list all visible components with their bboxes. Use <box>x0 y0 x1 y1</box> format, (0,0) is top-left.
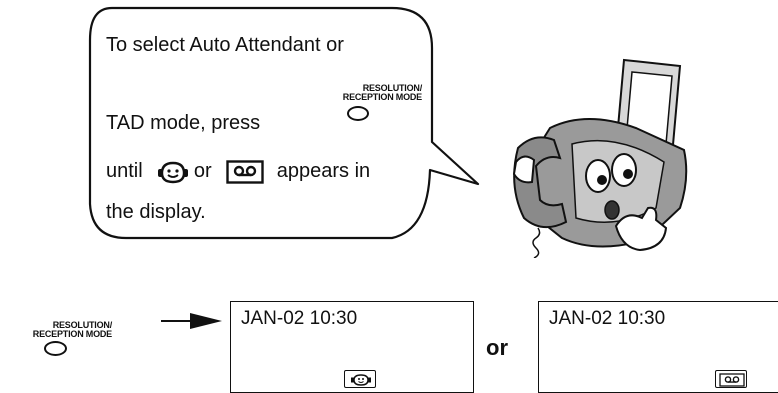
button-label-line-2: RECEPTION MODE <box>298 93 422 102</box>
resolution-reception-mode-button-icon <box>347 106 369 121</box>
instruction-until: until <box>106 160 143 182</box>
auto-attendant-icon <box>157 160 189 184</box>
resolution-reception-mode-button <box>44 341 67 356</box>
or-connector: or <box>486 336 508 360</box>
instruction-line-2: TAD mode, press <box>106 111 260 135</box>
lcd-display-tad: JAN-02 10:30 <box>538 301 778 393</box>
tad-tape-icon <box>226 160 264 184</box>
auto-attendant-icon <box>344 370 376 388</box>
instruction-line-1: To select Auto Attendant or <box>106 33 344 57</box>
arrow-right-icon <box>160 313 222 329</box>
instruction-line-4: the display. <box>106 200 206 224</box>
lcd-display-auto-attendant: JAN-02 10:30 <box>230 301 474 393</box>
resolution-reception-mode-key-label: RESOLUTION/ RECEPTION MODE <box>0 321 112 339</box>
resolution-reception-mode-label: RESOLUTION/ RECEPTION MODE <box>298 84 422 102</box>
lcd-date-time: JAN-02 10:30 <box>549 308 665 330</box>
instruction-appears-in: appears in <box>277 160 370 182</box>
key-label-line-2: RECEPTION MODE <box>0 330 112 339</box>
instruction-tad-press: TAD mode, press <box>106 112 260 134</box>
tad-tape-icon <box>715 370 747 388</box>
instruction-or: or <box>194 160 212 182</box>
fax-machine-illustration <box>476 58 698 258</box>
lcd-date-time: JAN-02 10:30 <box>241 308 357 330</box>
